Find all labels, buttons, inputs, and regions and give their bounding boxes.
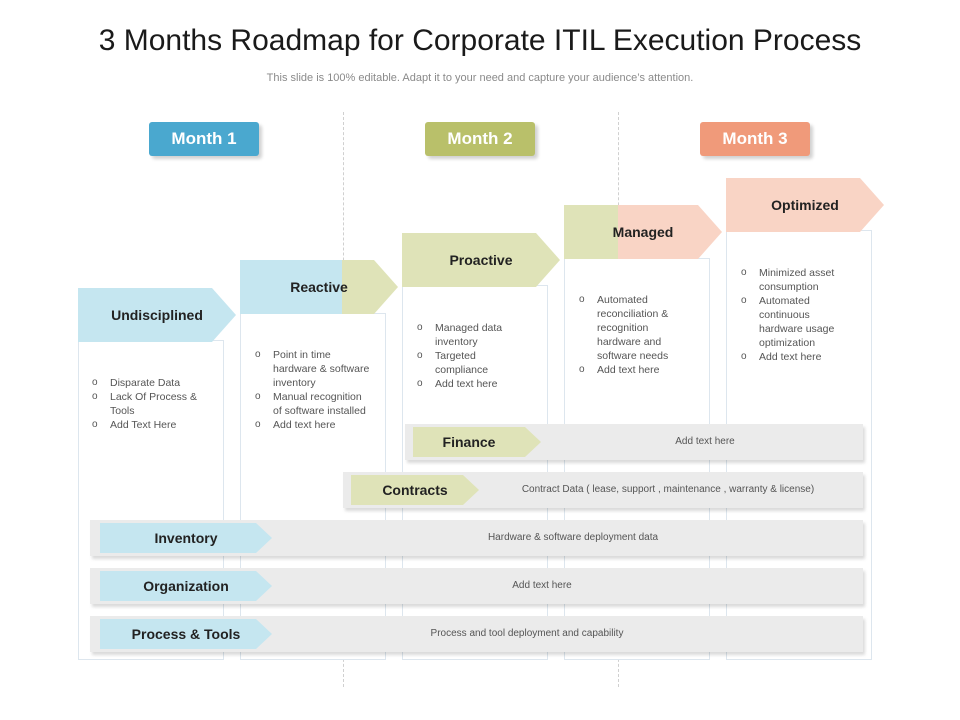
list-item: Manual recognition of software installed [255,390,373,418]
list-item: Minimized asset consumption [741,266,841,294]
stage-list-managed: Automated reconciliation & recognition h… [579,293,679,377]
band-label: Inventory [154,530,218,546]
band-tag-shape [351,475,479,505]
list-item: Automated continuous hardware usage opti… [741,294,841,350]
stage-label: Optimized [771,197,839,213]
list-item: Add text here [741,350,841,364]
band-label: Organization [143,578,229,594]
stage-arrow-shape [726,178,884,232]
list-item: Add text here [579,363,679,377]
band-text: Hardware & software deployment data [487,532,659,543]
stage-list-reactive: Point in time hardware & software invent… [255,348,373,432]
stage-reactive: Reactive [240,260,398,314]
band-text: Process and tool deployment and capabili… [430,628,624,639]
band-tag-shape [100,571,272,601]
band-tag: Inventory [100,523,272,553]
band-label: Finance [442,434,496,450]
stage-label: Proactive [449,252,513,268]
band-tag: Process & Tools [100,619,272,649]
list-item: Disparate Data [92,376,210,390]
list-item: Targeted compliance [417,349,517,377]
stage-proactive: Proactive [402,233,560,287]
band-tag-shape [413,427,541,457]
stage-undisciplined: Undisciplined [78,288,236,342]
band-tag: Contracts [351,475,479,505]
band-tag: Organization [100,571,272,601]
stage-list-undisciplined: Disparate Data Lack Of Process & Tools A… [92,376,210,432]
slide-title: 3 Months Roadmap for Corporate ITIL Exec… [98,24,862,57]
band-label: Contracts [382,482,448,498]
list-item: Lack Of Process & Tools [92,390,210,418]
stage-arrow-shape [402,233,560,287]
band-text: Contract Data ( lease, support , mainten… [521,484,815,495]
stage-list-proactive: Managed data inventory Targeted complian… [417,321,517,391]
stage-optimized: Optimized [726,178,884,232]
list-item: Managed data inventory [417,321,517,349]
month-3-header: Month 3 [700,122,810,156]
band-finance: Finance Add text here [405,424,863,460]
list-item: Add text here [417,377,517,391]
band-text: Add text here [512,580,572,591]
list-item: Add text here [255,418,373,432]
band-inventory: Inventory Hardware & software deployment… [90,520,863,556]
stage-label: Reactive [290,279,348,295]
stage-arrow-shape [78,288,236,342]
band-organization: Organization Add text here [90,568,863,604]
list-item: Automated reconciliation & recognition h… [579,293,679,363]
stage-arrow-shape [564,205,722,259]
band-tag: Finance [413,427,541,457]
stage-list-optimized: Minimized asset consumption Automated co… [741,266,841,364]
stage-label: Managed [612,224,674,240]
band-text: Add text here [675,436,735,447]
band-tag-shape [100,523,272,553]
band-tag-shape [100,619,272,649]
stage-managed: Managed [564,205,722,259]
slide-subtitle: This slide is 100% editable. Adapt it to… [266,72,694,84]
month-1-header: Month 1 [149,122,259,156]
stage-arrow-shape [240,260,398,314]
stage-label: Undisciplined [111,307,203,323]
month-2-header: Month 2 [425,122,535,156]
band-label: Process & Tools [131,626,241,642]
list-item: Point in time hardware & software invent… [255,348,373,390]
list-item: Add Text Here [92,418,210,432]
band-contracts: Contracts Contract Data ( lease, support… [343,472,863,508]
band-process-tools: Process & Tools Process and tool deploym… [90,616,863,652]
